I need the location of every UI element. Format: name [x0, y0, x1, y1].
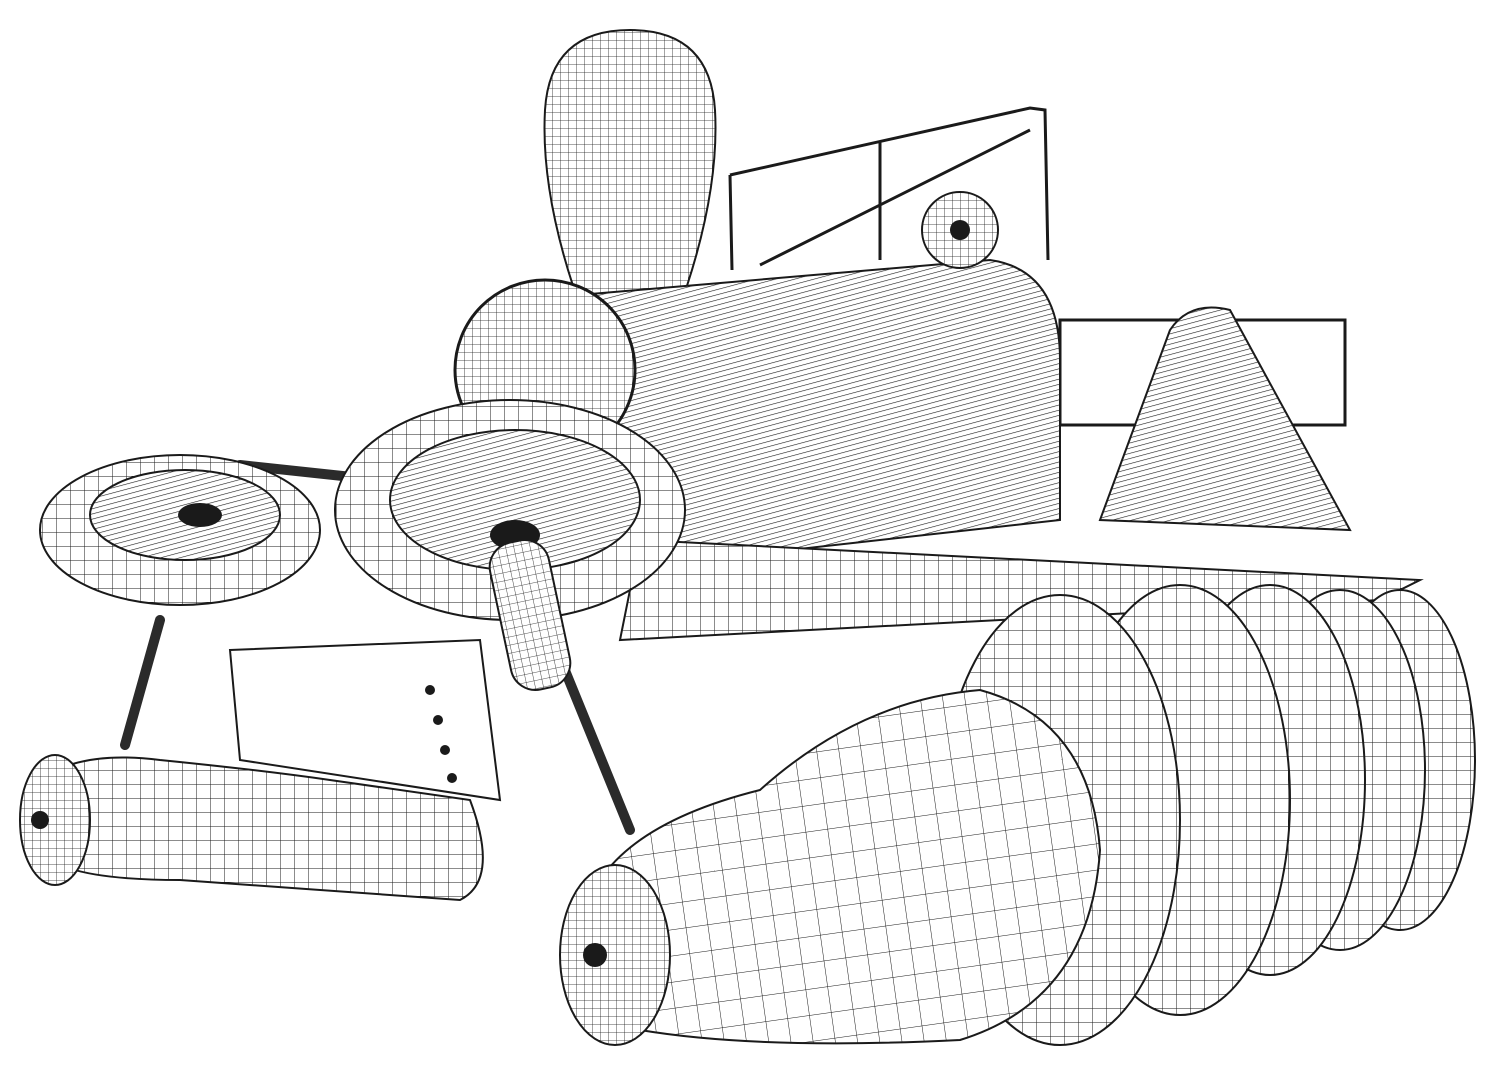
discs	[939, 584, 1476, 1046]
smokestack	[543, 28, 717, 321]
right-pod	[594, 688, 1102, 1045]
right-wheel	[334, 399, 686, 621]
left-pod-nose	[19, 754, 91, 886]
left-wheel	[39, 454, 321, 606]
right-pod-nose	[559, 864, 671, 1046]
bracket-holes	[425, 685, 457, 783]
left-pod	[39, 756, 484, 902]
steering-column	[488, 539, 572, 691]
rear-seat	[1098, 306, 1352, 532]
bracket	[228, 638, 502, 802]
gauge	[921, 191, 999, 269]
